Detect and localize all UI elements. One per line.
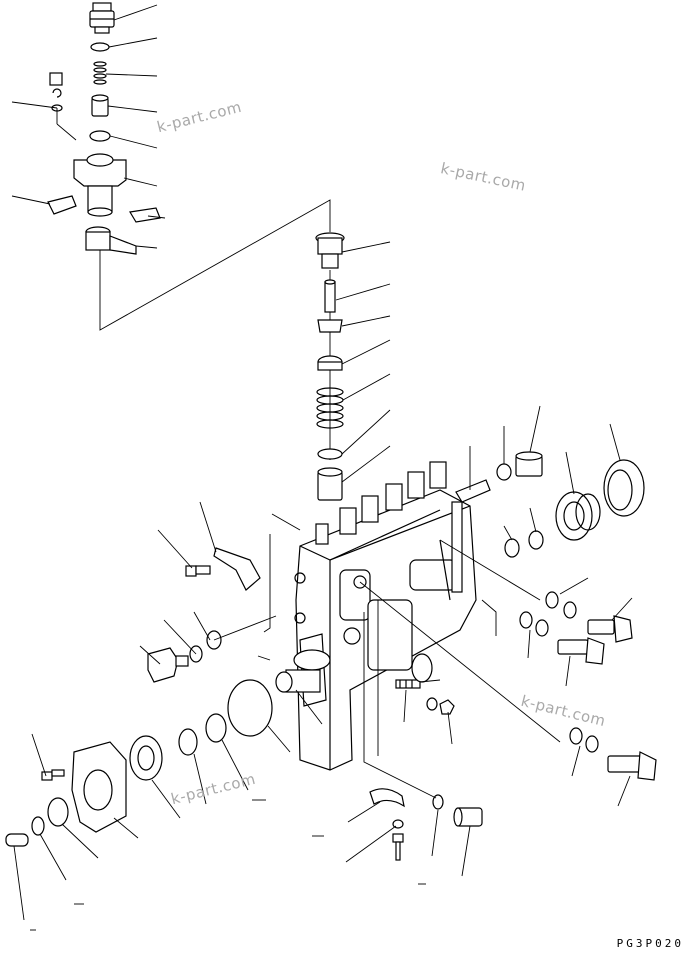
assembly-guide-line-left2: [271, 513, 301, 531]
washer-right-g: [569, 727, 583, 745]
cover-plate: [411, 653, 433, 683]
cover-bolt: [41, 769, 65, 781]
drawing-code: PG3P020: [616, 937, 684, 950]
label-ticks: [30, 799, 426, 931]
stop-lever: [213, 547, 261, 591]
half-bearing: [369, 788, 405, 808]
leader-lines-left: [13, 501, 323, 921]
bushing-large: [515, 451, 543, 477]
o-ring-large: [227, 679, 273, 737]
leader-lines-bottom: [345, 600, 471, 877]
seal-ring-left: [47, 797, 69, 827]
plunger-barrel-flange: [73, 153, 127, 217]
pump-housing: [294, 489, 477, 771]
assembly-guide-line-left: [263, 534, 271, 633]
washer-bottom-left: [31, 816, 45, 836]
delivery-valve: [91, 94, 109, 117]
small-bolt-left: [185, 565, 211, 577]
washer-bottom-right: [432, 794, 444, 810]
washer-right-d: [563, 601, 577, 619]
plug-bottom-right: [453, 807, 483, 827]
camshaft-end: [275, 649, 331, 693]
washer-bottom-center: [426, 697, 438, 711]
valve-seat-gasket: [89, 130, 111, 142]
leader-lines-top: [11, 4, 166, 249]
oil-seal: [205, 713, 227, 743]
nut-small: [49, 72, 63, 112]
leader-lines-center: [335, 241, 391, 483]
shim-plate-right: [129, 207, 161, 223]
washer-right-e: [519, 611, 533, 629]
stud-bolt: [395, 679, 421, 689]
washer-right-f: [535, 619, 549, 637]
lower-spring-seat: [317, 448, 343, 460]
bolt-bottom-center: [392, 833, 404, 861]
washer-right-c: [545, 591, 559, 609]
bearing-left: [129, 735, 163, 781]
tappet: [317, 467, 343, 501]
assembly-guide-lines-right: [359, 539, 561, 743]
bearing-outer-race: [603, 459, 645, 517]
nut-bottom-center: [439, 699, 455, 715]
leader-lines-right: [469, 405, 633, 807]
plunger-lower-spring-seat: [85, 226, 137, 255]
shim-ring: [178, 728, 198, 756]
control-sleeve: [315, 232, 345, 269]
bearing-cover: [71, 741, 127, 833]
banjo-bolt-lower: [607, 751, 657, 781]
injection-outlets: [315, 461, 447, 545]
pin-bottom-left: [5, 833, 29, 847]
tapered-roller-bearing: [555, 491, 601, 541]
banjo-bolt-middle: [557, 637, 605, 665]
plunger: [317, 279, 343, 333]
gasket-ring: [90, 42, 110, 52]
bushing-small: [496, 463, 512, 481]
shim-plate-left: [47, 195, 77, 215]
plunger-spring: [316, 387, 344, 429]
upper-spring-seat: [317, 355, 343, 371]
banjo-bolt-upper: [587, 615, 633, 643]
washer-right-a: [504, 538, 520, 558]
plug-screw: [147, 647, 189, 683]
assembly-guide-line-top: [99, 199, 331, 331]
washer-right-h: [585, 735, 599, 753]
delivery-valve-holder: [89, 2, 115, 34]
washer-right-b: [528, 530, 544, 550]
valve-spring: [93, 61, 107, 85]
